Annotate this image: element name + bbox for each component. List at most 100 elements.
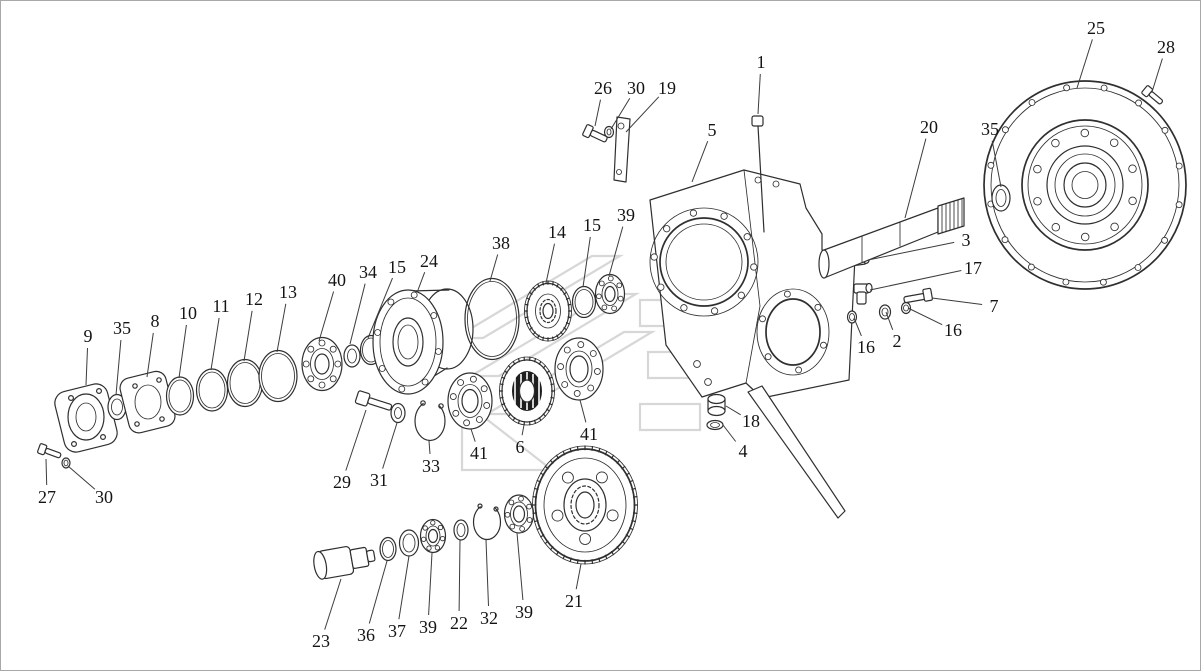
part-11-shim-ring [195, 368, 229, 412]
part-22-ring [453, 519, 469, 541]
callout-leader-37 [398, 555, 410, 620]
callout-leader-13 [276, 303, 287, 353]
callout-leader-11 [210, 317, 220, 371]
callout-leader-41 [470, 428, 476, 442]
callout-leader-28 [1151, 58, 1163, 93]
part-27-bolt [36, 443, 62, 459]
callout-label-32: 32 [480, 608, 498, 628]
part-8-gasket [119, 370, 176, 434]
callout-leader-23 [324, 578, 342, 630]
callout-leader-26 [594, 99, 601, 127]
part-2-ring [878, 304, 892, 320]
part-35-seal-ring [991, 184, 1011, 212]
callout-leader-32 [485, 539, 489, 607]
callout-label-35: 35 [981, 119, 999, 139]
callout-label-12: 12 [245, 289, 263, 309]
callout-leader-38 [489, 254, 499, 282]
callout-leader-2 [885, 311, 894, 330]
callout-label-17: 17 [964, 258, 982, 278]
callout-leader-10 [178, 324, 187, 379]
callout-label-25: 25 [1087, 18, 1105, 38]
part-37-ring [398, 529, 420, 557]
part-41-roller-bearing [447, 372, 493, 430]
callout-leader-24 [417, 272, 426, 291]
callout-label-36: 36 [357, 625, 375, 645]
callout-leader-21 [575, 563, 582, 590]
callout-label-29: 29 [333, 472, 351, 492]
part-15-ring [571, 285, 597, 319]
callout-leader-12 [243, 310, 253, 362]
callout-label-14: 14 [548, 222, 566, 242]
callout-label-16: 16 [944, 320, 962, 340]
callout-leader-6 [521, 424, 525, 436]
callout-label-1: 1 [757, 52, 766, 72]
callout-label-38: 38 [492, 233, 510, 253]
part-33-snap-ring [414, 396, 446, 442]
part-30-washer [603, 125, 615, 139]
callout-leader-39 [516, 532, 524, 601]
callout-leader-14 [545, 243, 555, 284]
callout-leader-39 [608, 226, 624, 277]
part-1-long-bolt [751, 115, 765, 233]
part-4-washer [706, 419, 724, 431]
callout-leader-39 [428, 552, 433, 616]
callout-leader-18 [725, 405, 741, 416]
callout-leader-41 [579, 399, 587, 423]
callout-label-5: 5 [708, 120, 717, 140]
part-6-gear-with-rollers [498, 356, 556, 426]
callout-label-6: 6 [516, 437, 525, 457]
callout-label-24: 24 [420, 251, 438, 271]
callout-leader-34 [349, 283, 366, 345]
callout-leader-16 [907, 307, 943, 326]
part-29-bolt [354, 390, 393, 411]
callout-label-22: 22 [450, 613, 468, 633]
callout-label-39: 39 [515, 602, 533, 622]
callout-leader-3 [867, 241, 955, 261]
part-38-o-ring [464, 277, 520, 361]
callout-label-23: 23 [312, 631, 330, 651]
part-20-drive-shaft [818, 197, 965, 279]
callout-label-9: 9 [84, 326, 93, 346]
callout-label-41: 41 [580, 424, 598, 444]
callout-label-39: 39 [617, 205, 635, 225]
callout-label-19: 19 [658, 78, 676, 98]
callout-leader-15 [367, 277, 393, 339]
callout-leader-33 [428, 440, 431, 455]
callout-leader-5 [691, 141, 709, 183]
callout-label-13: 13 [279, 282, 297, 302]
part-24-bearing-housing [372, 288, 474, 395]
part-26-bolt [582, 124, 608, 143]
callout-leader-8 [146, 332, 154, 378]
part-30-washer [61, 457, 71, 469]
callout-label-35: 35 [113, 318, 131, 338]
callout-leader-20 [904, 138, 927, 219]
callout-label-15: 15 [388, 257, 406, 277]
callout-label-18: 18 [742, 411, 760, 431]
part-18-breather-cap [707, 393, 726, 417]
callout-label-30: 30 [627, 78, 645, 98]
part-16-washer [846, 310, 858, 324]
callout-label-27: 27 [38, 487, 56, 507]
part-5-gearbox-housing [649, 169, 856, 399]
housing-lower-bracket [747, 385, 846, 519]
part-31-washer [390, 402, 406, 424]
callout-label-39: 39 [419, 617, 437, 637]
callout-label-37: 37 [388, 621, 406, 641]
part-16-washer [900, 301, 912, 315]
part-41-roller-bearing [554, 337, 604, 401]
part-39-ball-bearing [419, 518, 447, 554]
callout-label-2: 2 [893, 331, 902, 351]
callout-leader-19 [625, 96, 660, 133]
callout-leader-35 [115, 339, 122, 396]
callout-leader-36 [368, 560, 388, 624]
callout-leader-35 [991, 140, 1002, 188]
callout-label-4: 4 [739, 441, 748, 461]
callout-label-28: 28 [1157, 37, 1175, 57]
callout-leader-4 [722, 424, 737, 442]
callout-label-11: 11 [212, 296, 229, 316]
part-14-gear [523, 280, 573, 342]
callout-leader-7 [931, 297, 983, 305]
callout-label-40: 40 [328, 270, 346, 290]
